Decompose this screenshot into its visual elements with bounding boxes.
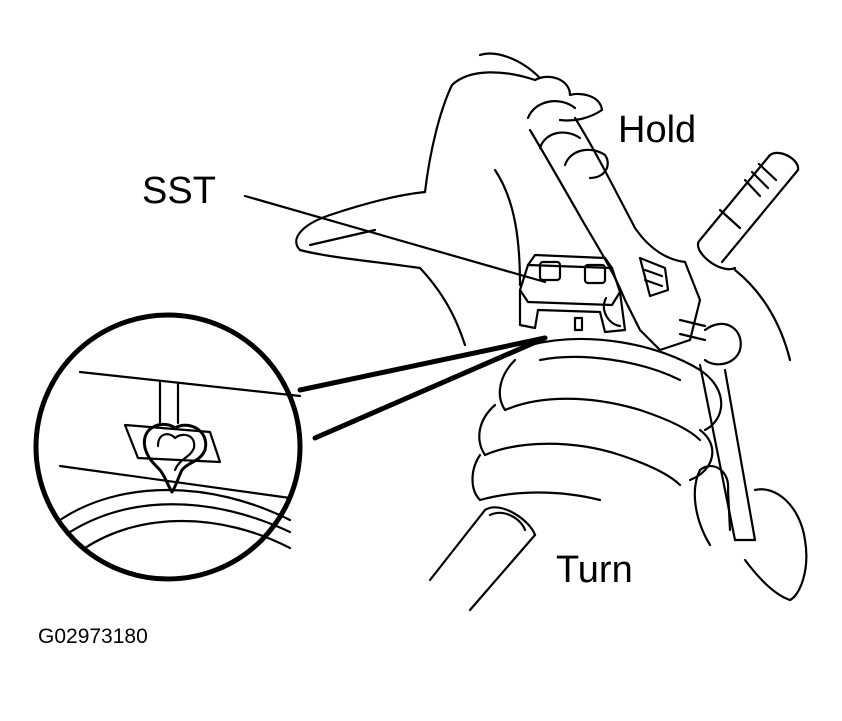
adjustable-wrench [528,116,702,352]
drive-shaft-lower [428,506,537,612]
detail-magnifier [33,312,303,582]
sst-label: SST [142,170,216,212]
figure-code: G02973180 [38,625,148,648]
hold-label: Hold [618,109,697,151]
sst-leader-line [243,194,547,284]
magnifier-connector [297,335,548,441]
upper-hand [295,52,609,347]
lower-hand [693,465,808,602]
wrench-handle-lower [678,318,757,542]
sst-tool [518,253,627,334]
drive-shaft-upper [696,151,800,362]
cv-boot [471,337,723,502]
turn-label: Turn [556,549,633,591]
